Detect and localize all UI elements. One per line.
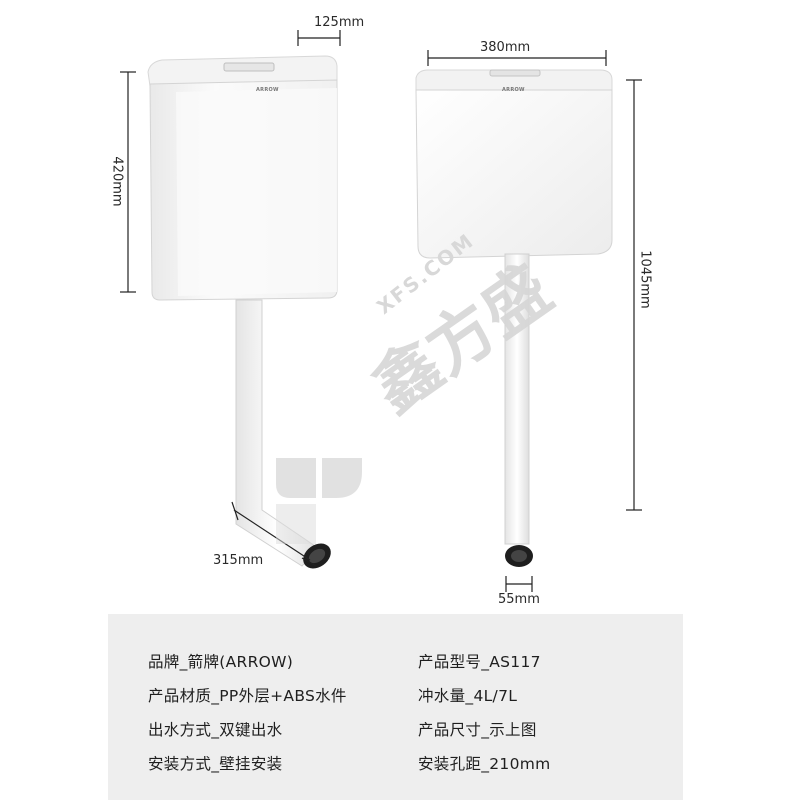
spec-model: 产品型号_AS117 xyxy=(418,653,541,671)
spec-install-method: 安装方式_壁挂安装 xyxy=(148,755,283,773)
dim-width-label: 380mm xyxy=(480,40,531,55)
dim-depth-label: 125mm xyxy=(314,15,365,30)
spec-size: 产品尺寸_示上图 xyxy=(418,721,537,739)
spec-flush-volume: 冲水量_4L/7L xyxy=(418,687,518,705)
spec-brand: 品牌_箭牌(ARROW) xyxy=(148,653,294,671)
spec-hole-distance: 安装孔距_210mm xyxy=(418,755,551,773)
watermark-logo-mark xyxy=(276,458,362,544)
side-view-tank xyxy=(147,55,338,569)
front-tank-logo: ARROW xyxy=(502,87,525,93)
spec-material: 产品材质_PP外层+ABS水件 xyxy=(148,687,347,705)
dimension-lines xyxy=(120,30,642,592)
dim-side-height-label: 420mm xyxy=(109,156,125,207)
front-view-tank xyxy=(415,69,613,567)
dim-total-height-label: 1045mm xyxy=(637,250,653,309)
spec-flush-mode: 出水方式_双键出水 xyxy=(148,721,283,739)
dim-outlet-offset-label: 315mm xyxy=(213,553,264,568)
dim-outlet-label: 55mm xyxy=(498,592,540,607)
spec-panel: 品牌_箭牌(ARROW) 产品型号_AS117 产品材质_PP外层+ABS水件 … xyxy=(108,614,683,800)
side-tank-logo: ARROW xyxy=(256,87,279,93)
